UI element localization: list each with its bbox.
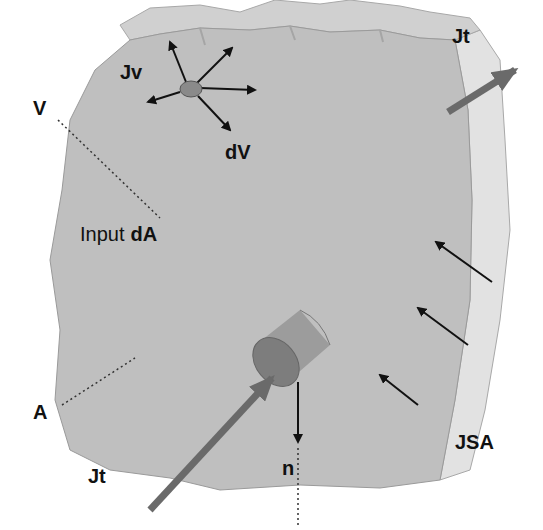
area-element-cylinder	[243, 310, 330, 396]
source-arrows	[148, 42, 255, 130]
normal-leader	[297, 448, 299, 528]
flux-label: Jt	[452, 26, 470, 46]
flux-label: JSA	[455, 432, 494, 452]
flux-label: Jv	[120, 62, 142, 82]
leader-line	[58, 120, 160, 218]
source-point	[180, 81, 202, 97]
leader-line	[62, 358, 135, 405]
area-label: dA	[130, 224, 157, 244]
normal-label: n	[282, 458, 294, 478]
input-label: Input	[80, 224, 124, 244]
volume-front-face	[50, 26, 472, 490]
volume-label: V	[33, 98, 46, 118]
normal-arrow	[297, 382, 299, 442]
surface-label: A	[33, 402, 47, 422]
surface-flux-arrows	[380, 242, 492, 405]
flux-label: Jt	[88, 466, 106, 486]
flux-arrow	[448, 70, 515, 112]
flux-arrow	[150, 378, 272, 510]
element-label: dV	[225, 142, 251, 162]
